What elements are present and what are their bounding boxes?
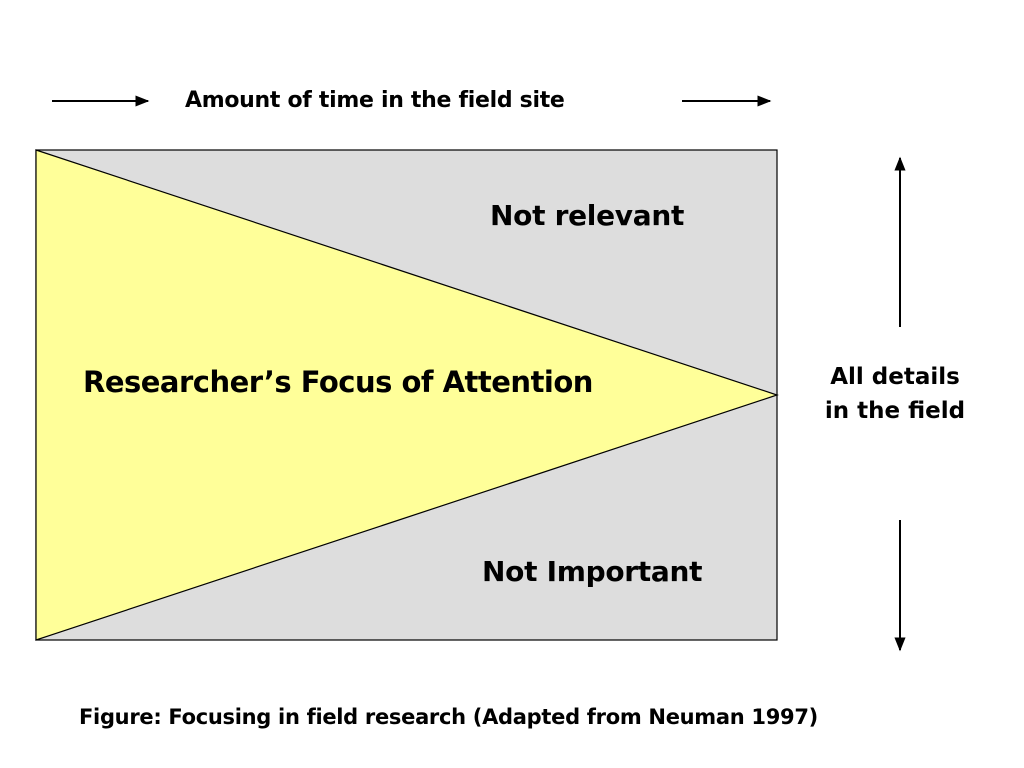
not-relevant-label: Not relevant	[490, 199, 685, 232]
figure-caption: Figure: Focusing in field research (Adap…	[79, 705, 818, 729]
focus-of-attention-label: Researcher’s Focus of Attention	[83, 365, 593, 399]
details-axis-label: All details in the field	[824, 364, 966, 424]
focus-triangle	[35, 149, 779, 641]
time-axis-label: Amount of time in the field site	[185, 88, 565, 113]
not-important-label: Not Important	[482, 555, 703, 588]
